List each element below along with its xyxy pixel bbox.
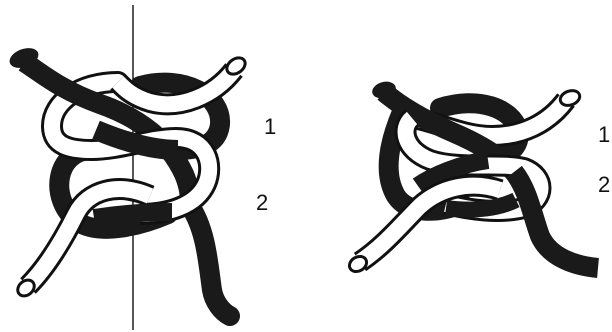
right-knot: 1 2: [347, 79, 611, 274]
left-dark-rope-lower-crossing: [94, 212, 172, 218]
right-knot-label-1: 1: [598, 122, 610, 147]
left-dark-rope-tail: [190, 206, 230, 316]
right-dark-rope-tail: [514, 172, 598, 268]
right-knot-label-2: 2: [598, 172, 610, 197]
right-dark-rope-lower-crossing: [446, 200, 516, 210]
right-white-rope-end-top: [558, 88, 582, 108]
left-knot-label-2: 2: [256, 190, 268, 215]
left-knot: 1 2: [7, 5, 276, 330]
left-knot-label-1: 1: [264, 114, 276, 139]
